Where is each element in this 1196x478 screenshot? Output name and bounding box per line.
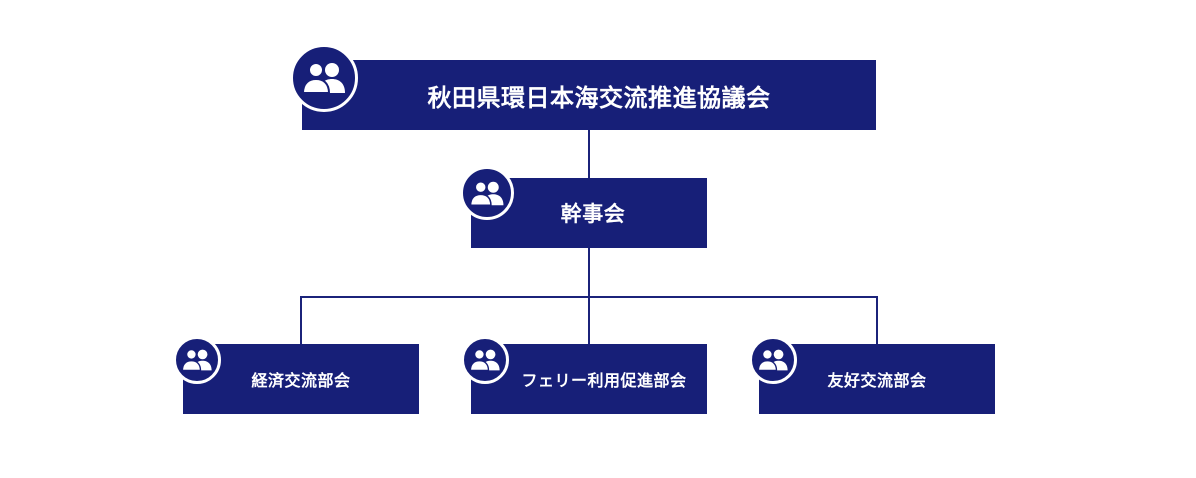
node-economic-exchange: 経済交流部会 (183, 344, 419, 414)
users-icon (173, 336, 221, 384)
connector-center-branch (588, 296, 590, 344)
connector-right-branch (876, 296, 878, 344)
connector-middle-down (588, 248, 590, 298)
node-friendship-exchange-label: 友好交流部会 (827, 371, 927, 390)
node-economic-exchange-label: 経済交流部会 (251, 371, 351, 390)
connector-left-branch (300, 296, 302, 344)
node-council-label: 秋田県環日本海交流推進協議会 (427, 83, 771, 112)
node-friendship-exchange: 友好交流部会 (759, 344, 995, 414)
users-icon (460, 166, 514, 220)
connector-top-to-middle (588, 130, 590, 178)
node-ferry-promotion: フェリー利用促進部会 (471, 344, 707, 414)
users-icon (290, 44, 358, 112)
node-ferry-promotion-label: フェリー利用促進部会 (521, 371, 687, 390)
node-council: 秋田県環日本海交流推進協議会 (302, 60, 876, 130)
users-icon (749, 336, 797, 384)
node-executive-committee-label: 幹事会 (560, 202, 626, 226)
users-icon (461, 336, 509, 384)
